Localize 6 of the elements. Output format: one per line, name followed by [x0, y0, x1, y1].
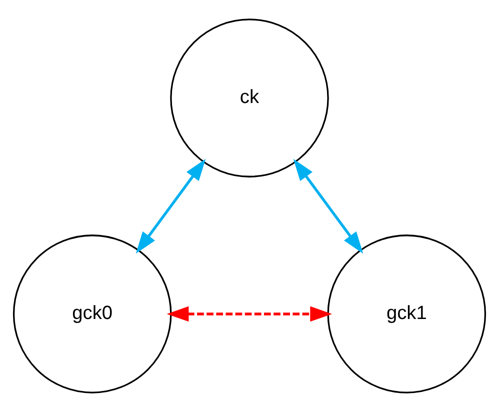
- node-circle: ck: [170, 18, 329, 178]
- arrow: [293, 158, 364, 254]
- node-circle: gck1: [327, 234, 486, 394]
- arrow: [166, 306, 332, 322]
- node-circle: gck0: [12, 234, 172, 394]
- arrow: [136, 158, 206, 254]
